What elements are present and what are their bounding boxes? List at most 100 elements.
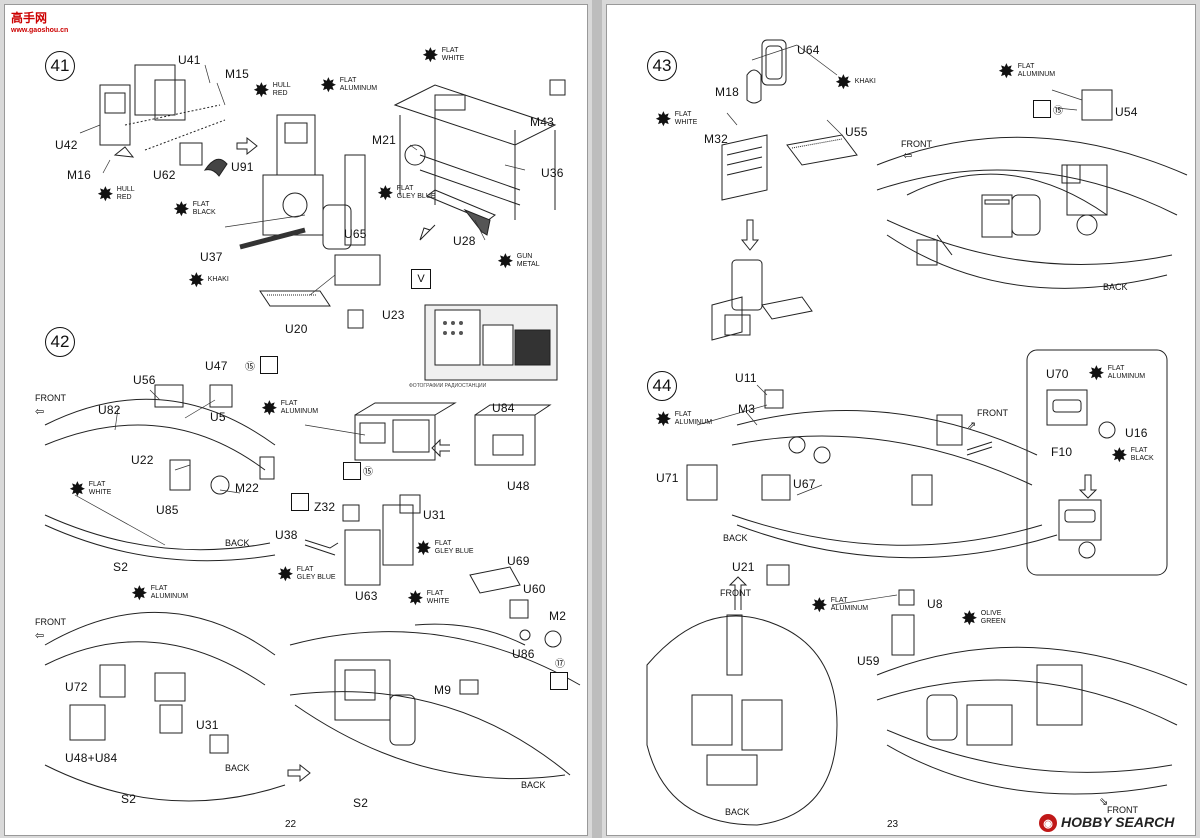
circled-ref-15: ⑮: [1053, 106, 1063, 117]
glue-instruction-icon: [260, 356, 278, 374]
paint-khaki: ✸ KHAKI: [835, 72, 876, 94]
part-u84: U84: [492, 401, 515, 415]
back-label: BACK: [1103, 282, 1128, 292]
part-m43: M43: [530, 115, 554, 129]
paint-splat-icon: ✸: [377, 183, 394, 205]
part-m21: M21: [372, 133, 396, 147]
part-u11: U11: [735, 371, 757, 385]
front-label-3: FRONT: [1107, 805, 1138, 815]
part-u63: U63: [355, 589, 378, 603]
part-u16: U16: [1125, 426, 1148, 440]
page-binding-gutter: [592, 0, 602, 838]
part-m15: M15: [225, 67, 249, 81]
paint-splat-icon: ✸: [69, 479, 86, 501]
part-u37: U37: [200, 250, 223, 264]
part-u42: U42: [55, 138, 78, 152]
part-m2: M2: [549, 609, 567, 623]
front-arrow-icon: ⇗: [967, 420, 977, 432]
back-label-1: BACK: [225, 538, 250, 548]
paint-splat-icon: ✸: [655, 409, 672, 431]
part-u85: U85: [156, 503, 179, 517]
paint-splat-icon: ✸: [415, 538, 432, 560]
paint-splat-icon: ✸: [277, 564, 294, 586]
part-u5: U5: [210, 410, 226, 424]
part-z32: Z32: [314, 500, 336, 514]
part-u67: U67: [793, 477, 816, 491]
paint-splat-icon: ✸: [173, 199, 190, 221]
back-label-1: BACK: [723, 533, 748, 543]
part-u28: U28: [453, 234, 476, 248]
part-u82: U82: [98, 403, 121, 417]
paint-splat-icon: ✸: [131, 583, 148, 605]
part-u48-u84: U48+U84: [65, 751, 118, 765]
step-42-number: 42: [45, 327, 75, 357]
paint-splat-icon: ✸: [320, 75, 337, 97]
part-u69: U69: [507, 554, 530, 568]
paint-splat-icon: ✸: [497, 251, 514, 273]
part-u31-bottom: U31: [196, 718, 219, 732]
front-label-1: FRONT: [35, 393, 66, 403]
paint-splat-icon: ✸: [811, 595, 828, 617]
part-u64: U64: [797, 43, 820, 57]
part-u36: U36: [541, 166, 564, 180]
glue-instruction-icon: [1033, 100, 1051, 118]
part-u21: U21: [732, 560, 755, 574]
part-u23: U23: [382, 308, 405, 322]
page-number: 22: [285, 819, 297, 830]
watermark-logo: 高手网: [11, 11, 48, 25]
paint-splat-icon: ✸: [97, 184, 114, 206]
radio-photo-caption: ФОТОГРАФИИ РАДИОСТАНЦИИ: [409, 383, 487, 389]
v-marker-box: V: [411, 269, 431, 289]
step-41-number: 41: [45, 51, 75, 81]
paint-splat-icon: ✸: [1088, 363, 1105, 385]
paint-splat-icon: ✸: [261, 398, 278, 420]
part-u65: U65: [344, 227, 367, 241]
part-u91: U91: [231, 160, 254, 174]
circled-ref-15a: ⑮: [245, 362, 255, 373]
part-u70: U70: [1046, 367, 1069, 381]
part-m32: M32: [704, 132, 728, 146]
part-m22: M22: [235, 481, 259, 495]
hobbysearch-watermark: HOBBY SEARCH: [1061, 814, 1175, 830]
instruction-page-23: 43 U64 M18 M32 U55 U54 FRONT ⇦ BACK ⑮ ✸ …: [606, 4, 1196, 836]
part-u8: U8: [927, 597, 943, 611]
watermark-url: www.gaoshou.cn: [11, 27, 69, 34]
part-m9: M9: [434, 683, 452, 697]
part-u38: U38: [275, 528, 298, 542]
page-23-drawings: [646, 39, 1188, 826]
step-44-number: 44: [647, 371, 677, 401]
paint-khaki: ✸ KHAKI: [188, 270, 229, 292]
front-label-1: FRONT: [977, 408, 1008, 418]
glue-instruction-icon: [550, 672, 568, 690]
front-label: FRONT: [901, 139, 932, 149]
circled-ref-15b: ⑮: [363, 467, 373, 478]
paint-splat-icon: ✸: [253, 80, 270, 102]
glue-instruction-icon: [343, 462, 361, 480]
s2-label-1: S2: [113, 560, 129, 574]
front-label-2: FRONT: [35, 617, 66, 627]
part-u56: U56: [133, 373, 156, 387]
part-u41: U41: [178, 53, 201, 67]
front-arrow-icon: ⇦: [35, 630, 45, 642]
front-arrow-icon: ⇘: [1099, 796, 1109, 808]
paint-splat-icon: ✸: [188, 270, 205, 292]
part-u62: U62: [153, 168, 176, 182]
part-u20: U20: [285, 322, 308, 336]
part-m3: M3: [738, 402, 756, 416]
part-u55: U55: [845, 125, 868, 139]
part-m18: M18: [715, 85, 739, 99]
s2-label-2: S2: [121, 792, 137, 806]
